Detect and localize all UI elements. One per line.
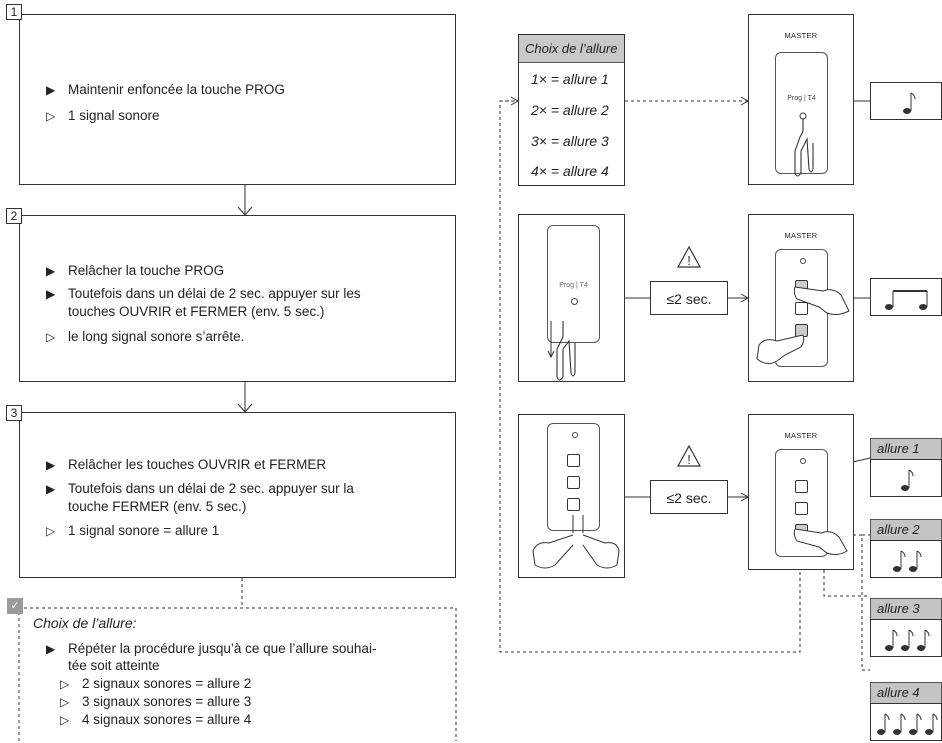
down-button[interactable] <box>567 498 580 511</box>
check-icon: ✓ <box>7 598 23 614</box>
choix-item-3: 3× = allure 3 <box>531 133 609 149</box>
row3-led-icon <box>800 458 806 464</box>
row2-prog-label: Prog | T4 <box>559 282 588 289</box>
choix-item-4: 4× = allure 4 <box>531 163 609 179</box>
step-2-line-4: ▷le long signal sonore s’arrête. <box>46 329 245 344</box>
stop-button[interactable] <box>567 476 580 489</box>
up-button[interactable] <box>795 480 808 493</box>
step-2-box <box>19 215 456 382</box>
hands-icon <box>532 515 620 569</box>
row2-led-icon <box>571 298 578 305</box>
row2-led-icon <box>800 258 806 264</box>
hand-icon-left <box>756 334 805 365</box>
allure-4-box <box>870 703 942 741</box>
step-1-content: ▶Maintenir enfoncée la touche PROG ▷1 si… <box>46 81 446 141</box>
step-1-box <box>19 14 456 185</box>
step-2-content: ▶Relâcher la touche PROG ▶Toutefois dans… <box>46 262 446 362</box>
allure-3-label: allure 3 <box>870 598 942 620</box>
up-button[interactable] <box>567 454 580 467</box>
step-2-line-3: touches OUVRIR et FERMER (env. 5 sec.) <box>68 304 325 319</box>
notes-x4-icon <box>877 713 938 735</box>
choix-header: Choix de l’allure <box>519 35 624 63</box>
step-3-line-1: ▶Relâcher les touches OUVRIR et FERMER <box>46 457 327 472</box>
note-content: ▶Répéter la procédure jusqu’à ce que l’a… <box>46 640 456 740</box>
row1-master-label: MASTER <box>784 31 818 40</box>
choix-item-1: 1× = allure 1 <box>531 71 609 87</box>
row3-timer-label: ≤2 sec. <box>666 490 712 506</box>
choix-box: Choix de l’allure 1× = allure 1 2× = all… <box>518 34 625 186</box>
row2-remote-box: Prog | T4 <box>518 214 625 382</box>
allure-2-box <box>870 540 942 578</box>
hand-icon-right <box>793 528 848 556</box>
row3-led-icon <box>572 432 578 438</box>
warning-icon: ! <box>676 444 702 467</box>
row2-master-label: MASTER <box>784 231 818 240</box>
note-line-3: ▷2 signaux sonores = allure 2 <box>60 676 252 691</box>
allure-3-box <box>870 619 942 657</box>
step-3-line-2: ▶Toutefois dans un délai de 2 sec. appuy… <box>46 481 354 496</box>
allure-4-label: allure 4 <box>870 682 942 704</box>
step-2-line-2: ▶Toutefois dans un délai de 2 sec. appuy… <box>46 286 361 301</box>
step-2-line-1: ▶Relâcher la touche PROG <box>46 263 225 278</box>
stop-button[interactable] <box>795 302 808 315</box>
row3-master-label: MASTER <box>784 431 818 440</box>
allure-2-label: allure 2 <box>870 519 942 541</box>
note-icon <box>901 469 914 491</box>
note-line-4: ▷3 signaux sonores = allure 3 <box>60 694 252 709</box>
row2-timer-label: ≤2 sec. <box>666 291 712 307</box>
notes-x3-icon <box>885 629 930 651</box>
row2-timer-box: ≤2 sec. <box>650 281 728 315</box>
row2-sound-box <box>870 278 942 316</box>
note-connector <box>18 578 457 741</box>
row3-remote-box <box>518 414 625 578</box>
note-line-2: tée soit atteinte <box>68 658 160 673</box>
step-1-line-2: ▷1 signal sonore <box>46 108 160 123</box>
long-note-icon <box>885 290 928 310</box>
row1-master-box: MASTER Prog | T4 <box>748 14 854 185</box>
step-2-number: 2 <box>6 208 22 224</box>
step-3-line-3: touche FERMER (env. 5 sec.) <box>68 499 247 514</box>
paperclip-icon <box>794 112 814 177</box>
row3-timer-box: ≤2 sec. <box>650 480 728 514</box>
note-icon <box>903 92 916 114</box>
row2-remote: Prog | T4 <box>547 225 600 343</box>
row3-remote <box>547 423 600 531</box>
row3-master-box: MASTER <box>748 414 854 570</box>
warning-icon: ! <box>676 245 702 268</box>
step-3-line-4: ▷1 signal sonore = allure 1 <box>46 523 220 538</box>
allure-1-box <box>870 459 942 497</box>
step-3-box <box>19 412 456 578</box>
allure-1-label: allure 1 <box>870 438 942 460</box>
step-3-number: 3 <box>6 405 22 421</box>
note-line-5: ▷4 signaux sonores = allure 4 <box>60 712 252 727</box>
row1-prog-label: Prog | T4 <box>787 95 816 102</box>
stop-button[interactable] <box>795 502 808 515</box>
notes-x2-icon <box>893 550 922 572</box>
step-1-number: 1 <box>6 4 22 20</box>
note-title: Choix de l’allure: <box>33 615 137 631</box>
paperclip-icon <box>547 321 576 381</box>
row1-sound-box <box>870 82 942 120</box>
warning-icon-mark: ! <box>687 253 691 268</box>
step-1-line-1: ▶Maintenir enfoncée la touche PROG <box>46 82 285 97</box>
row2-master-box: MASTER <box>748 214 854 382</box>
row2-remote <box>775 249 828 367</box>
step-3-content: ▶Relâcher les touches OUVRIR et FERMER ▶… <box>46 456 446 556</box>
choix-item-2: 2× = allure 2 <box>531 102 609 118</box>
hand-icon-right <box>793 286 850 316</box>
warning-icon-mark: ! <box>687 452 691 467</box>
note-line-1: ▶Répéter la procédure jusqu’à ce que l’a… <box>46 641 377 656</box>
